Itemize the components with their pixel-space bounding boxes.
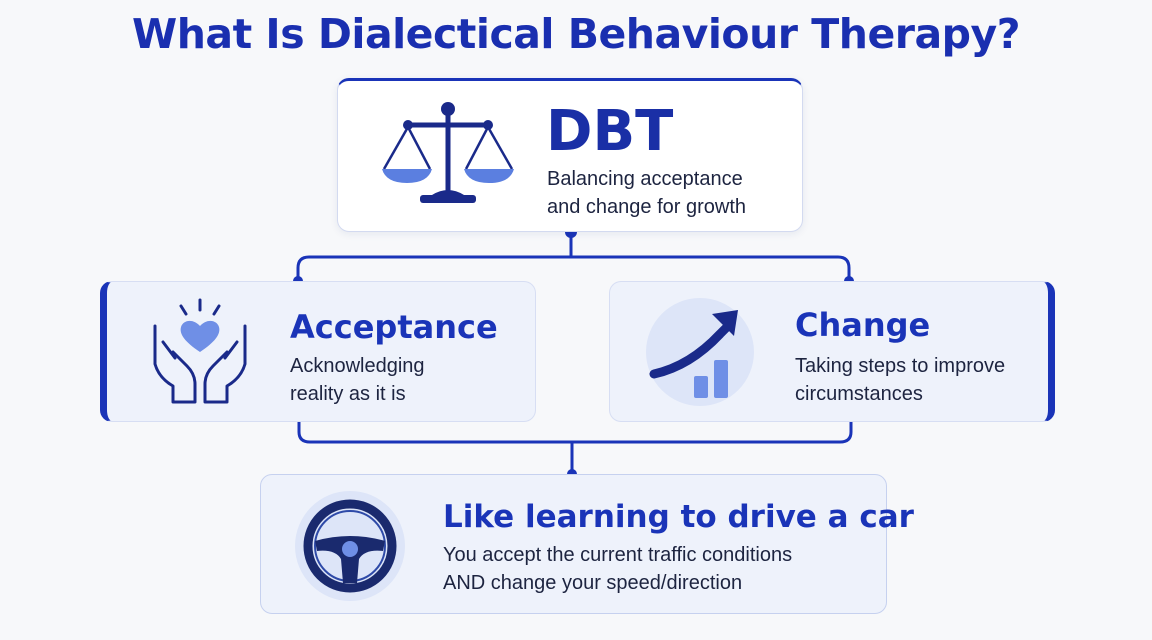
change-description: Taking steps to improve circumstances [795, 352, 1005, 408]
acceptance-description-line: reality as it is [290, 383, 406, 405]
analogy-description-line: AND change your speed/direction [443, 572, 743, 594]
growth-arrow-icon [646, 298, 754, 406]
acceptance-description: Acknowledging reality as it is [290, 352, 425, 408]
change-description-line: circumstances [795, 383, 923, 405]
scales-icon [382, 102, 514, 203]
change-card: Change Taking steps to improve circumsta… [609, 281, 1055, 422]
acceptance-card: Acceptance Acknowledging reality as it i… [100, 281, 536, 422]
acceptance-description-line: Acknowledging [290, 355, 425, 377]
analogy-description-line: You accept the current traffic condition… [443, 544, 793, 566]
dbt-card: DBT Balancing acceptance and change for … [337, 78, 803, 232]
hands-heart-icon [153, 298, 247, 404]
analogy-heading: Like learning to drive a car [443, 499, 914, 535]
connector-bottom-branch [297, 420, 853, 444]
acceptance-heading: Acceptance [290, 308, 498, 346]
change-heading: Change [795, 306, 931, 344]
change-description-line: Taking steps to improve [795, 355, 1006, 377]
steering-wheel-icon [295, 491, 405, 601]
page-title: What Is Dialectical Behaviour Therapy? [131, 10, 1021, 58]
analogy-card: Like learning to drive a car You accept … [260, 474, 914, 614]
connector-top-branch [296, 255, 851, 283]
analogy-description: You accept the current traffic condition… [443, 541, 792, 597]
dbt-heading: DBT [546, 99, 674, 164]
dbt-description-line: and change for growth [547, 196, 747, 218]
dbt-description-line: Balancing acceptance [547, 168, 743, 190]
dbt-description: Balancing acceptance and change for grow… [547, 165, 746, 221]
